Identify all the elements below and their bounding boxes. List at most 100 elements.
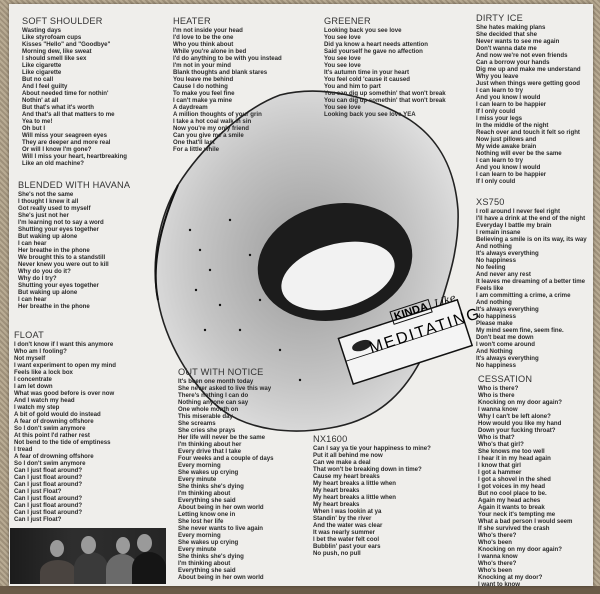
lyric-line: Your neck it's tempting me — [478, 511, 556, 518]
lyric-line: No happiness — [476, 362, 516, 369]
lyric-line: Every minute — [178, 546, 217, 553]
lyric-line: You can dig up somethin' that won't brea… — [324, 90, 446, 97]
lyric-line: Put it all behind me now — [313, 452, 383, 459]
lyric-line: They are deeper and more real — [22, 139, 111, 146]
lyric-line: If she survived the crash — [478, 525, 550, 532]
lyric-line: There's nothing I can do — [178, 392, 249, 399]
lyric-line: In the middle of the night — [476, 122, 549, 129]
lyric-line: Never wants to see me again — [476, 38, 560, 45]
lyric-line: Never knew you were out to kill — [18, 261, 109, 268]
lyric-line: She's just not her — [18, 212, 69, 219]
lyric-line: Who is that? — [478, 434, 515, 441]
lyric-line: My mind seem fine, seem fine. — [476, 327, 564, 334]
lyric-line: But waking up alone — [18, 289, 78, 296]
lyric-line: Can a borrow your hands — [476, 59, 550, 66]
lyric-line: I concentrate — [14, 376, 52, 383]
hole-inner — [281, 241, 395, 311]
lyric-line: This miserable day — [178, 413, 233, 420]
lyric-line: I won't come around — [476, 341, 536, 348]
lyric-line: I'd do anything to be with you instead — [173, 55, 282, 62]
lyric-line: Who's there? — [478, 532, 517, 539]
lyric-line: Not bend to the tide of emptiness — [14, 439, 111, 446]
lyric-line: You see love — [324, 62, 361, 69]
lyric-line: So I don't swim anymore — [14, 425, 86, 432]
lyric-line: She never asked to live this way — [178, 385, 272, 392]
lyric-line: A fear of drowning offshore — [14, 418, 94, 425]
lyric-line: Will I miss your heart, heartbreaking — [22, 153, 127, 160]
song-title: XS750 — [476, 197, 505, 207]
lyric-line: When I was lookin at ya — [313, 508, 382, 515]
lyric-line: My heart breaks — [313, 501, 360, 508]
lyric-line: I don't know if I want this anymore — [14, 341, 114, 348]
lyric-line: And nothing — [476, 243, 512, 250]
lyric-line: Like cigarette — [22, 62, 62, 69]
lyric-line: It was nearly summer — [313, 529, 375, 536]
lyric-line: Will miss your seagreen eyes — [22, 132, 107, 139]
song-title: CESSATION — [478, 374, 533, 384]
lyric-line: Why do I try? — [18, 275, 57, 282]
song-title: NX1600 — [313, 434, 348, 444]
lyric-line: But no cool place to be. — [478, 490, 547, 497]
band-photo — [10, 528, 166, 584]
lyric-line: Letting know one in — [178, 511, 236, 518]
lyric-line: It's been one month today — [178, 378, 254, 385]
lyric-line: And I watch my head — [14, 397, 75, 404]
lyric-line: I'll have a drink at the end of the nigh… — [476, 215, 586, 222]
lyric-line: I thought I knew it all — [18, 198, 79, 205]
lyric-line: For a little while — [173, 146, 220, 153]
lyric-line: I'm learning not to say a word — [18, 219, 104, 226]
blob-outline-left — [154, 184, 179, 301]
lyric-line: Got really used to myself — [18, 205, 91, 212]
lyric-line: Can you give me a smile — [173, 132, 244, 139]
lyric-line: Shutting your eyes together — [18, 226, 99, 233]
lyric-line: She never wants to live again — [178, 525, 264, 532]
lyric-line: One that'll last — [173, 139, 215, 146]
lyric-line: She thinks she's dying — [178, 483, 244, 490]
lyric-line: I want to know — [478, 581, 520, 588]
lyric-line: Cause my heart breaks — [313, 473, 380, 480]
lyric-line: Who you think about — [173, 41, 234, 48]
lyric-line: I'm not inside your head — [173, 27, 243, 34]
lyric-line: A fear of drowning offshore — [14, 453, 94, 460]
lyric-line: Can I just float around? — [14, 474, 83, 481]
lyric-line: About needed time for nothin' — [22, 90, 109, 97]
lyric-line: Looking back you see love YEA — [324, 111, 416, 118]
lyric-line: I am let down — [14, 383, 53, 390]
lyric-line: Said yourself he gave no affection — [324, 48, 423, 55]
lyric-line: I take a hot coal walk in sin — [173, 118, 252, 125]
lyric-line: And you know I would — [476, 94, 541, 101]
song-title: BLENDED WITH HAVANA — [18, 180, 131, 190]
lyric-line: My heart breaks a little when — [313, 494, 396, 501]
lyric-line: And the water was clear — [313, 522, 383, 529]
lyric-line: I got voices in my head — [478, 483, 546, 490]
lyric-line: Can I just float around? — [14, 502, 83, 509]
song-title: DIRTY ICE — [476, 13, 523, 23]
lyric-line: Like styrofoam cups — [22, 34, 82, 41]
lyric-line: She wakes up crying — [178, 469, 239, 476]
lyric-line: A million thoughts of your grin — [173, 111, 262, 118]
lyric-line: Who's that girl? — [478, 441, 524, 448]
lyric-line: Knocking on my door again? — [478, 546, 562, 553]
lyric-line: Shutting your eyes together — [18, 282, 99, 289]
lyric-line: Nothin' at all — [22, 97, 59, 104]
lyric-line: Not myself — [14, 355, 46, 362]
lyric-line: You and him to part — [324, 83, 381, 90]
lyric-line: Her breathe in the phone — [18, 303, 90, 310]
lyric-line: Nothing anyone can say — [178, 399, 249, 406]
lyric-line: I can learn to be happier — [476, 171, 547, 178]
lyric-line: And you know I would — [476, 164, 541, 171]
lyric-line: I'm thinking about her — [178, 441, 242, 448]
lyric-line: About being in her own world — [178, 574, 264, 581]
lyric-line: I should smell like sex — [22, 55, 87, 62]
lyric-line: I miss your legs — [476, 115, 523, 122]
lyric-line: Like cigarette — [22, 69, 62, 76]
lyric-line: Kisses "Hello" and "Goodbye" — [22, 41, 111, 48]
lyric-line: Again my head aches — [478, 497, 541, 504]
lyric-line: Every drive that I take — [178, 448, 241, 455]
lyric-line: Why do you do it? — [18, 268, 71, 275]
lyric-line: You see love — [324, 104, 361, 111]
label-box — [337, 298, 474, 386]
